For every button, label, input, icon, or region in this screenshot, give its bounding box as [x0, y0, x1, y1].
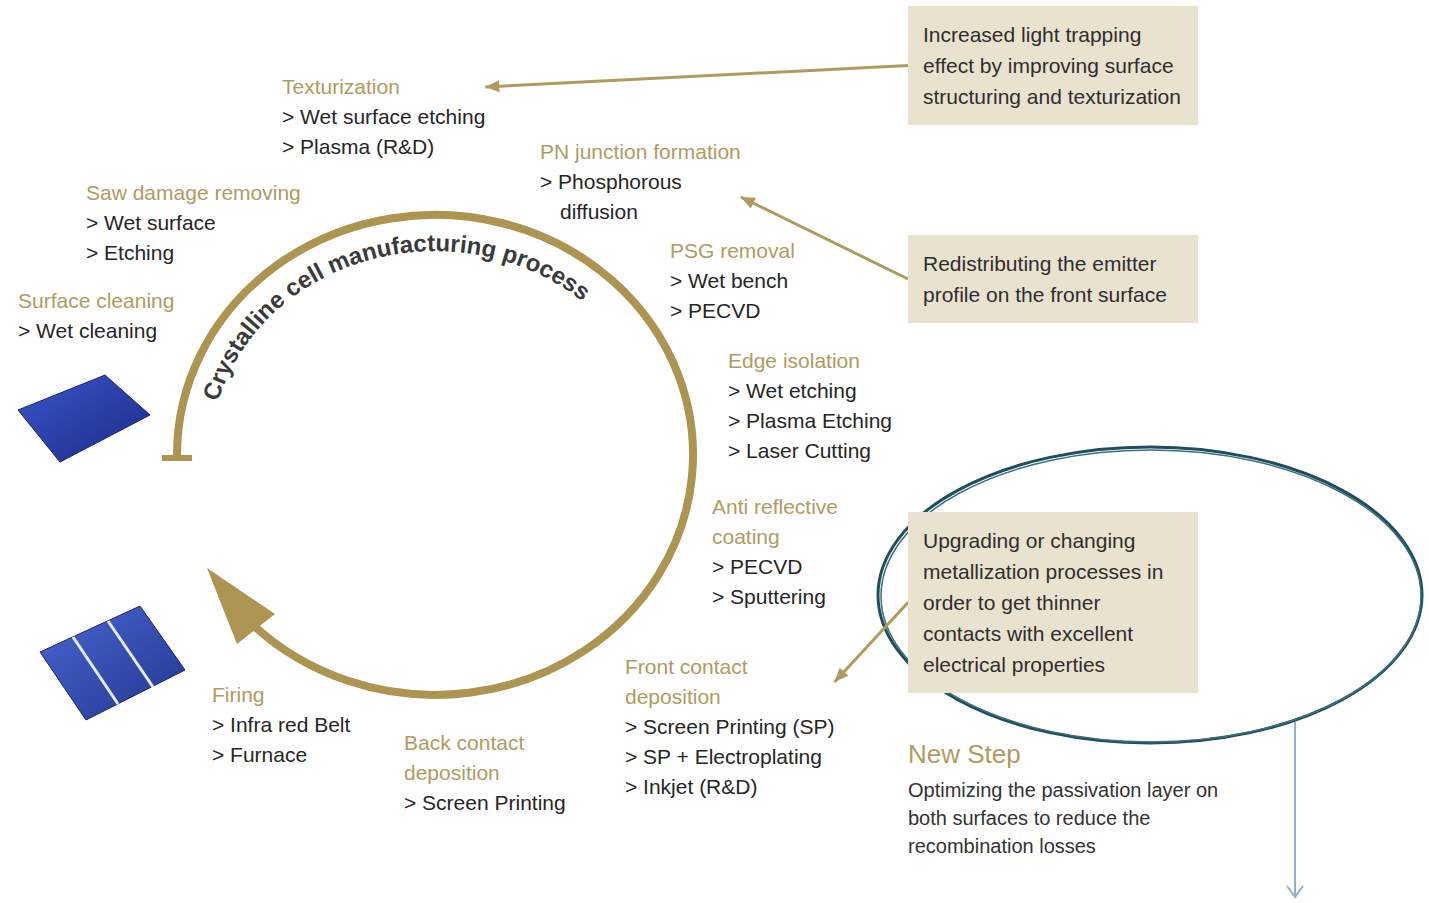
- cycle-title: Crystalline cell manufacturing process: [197, 229, 596, 404]
- process-step: Saw damage removing> Wet surface> Etchin…: [86, 178, 301, 268]
- busbar: [108, 621, 153, 687]
- step-method: > Wet surface etching: [282, 102, 485, 132]
- process-cycle-arc: [177, 215, 693, 695]
- step-title: Saw damage removing: [86, 178, 301, 208]
- step-method: > Infra red Belt: [212, 710, 350, 740]
- note-text: Redistributing the emitter profile on th…: [923, 248, 1183, 310]
- note-box: Increased light trapping effect by impro…: [908, 6, 1198, 125]
- process-step: Surface cleaning> Wet cleaning: [18, 286, 174, 346]
- step-method: > Plasma (R&D): [282, 132, 485, 162]
- step-method: > PECVD: [670, 296, 795, 326]
- callout-line: [835, 603, 908, 683]
- arrowhead: [835, 668, 849, 682]
- note-box: Upgrading or changing metallization proc…: [908, 512, 1198, 693]
- step-method: > Plasma Etching: [728, 406, 892, 436]
- cell-icon: [40, 606, 185, 720]
- down-arrow-line: [1294, 722, 1296, 896]
- step-method: > Wet etching: [728, 376, 892, 406]
- process-step: Edge isolation> Wet etching> Plasma Etch…: [728, 346, 892, 466]
- new-step-heading: New Step: [908, 738, 1021, 770]
- step-method: > Wet bench: [670, 266, 795, 296]
- callout-arrow: [835, 603, 908, 683]
- step-method: > Laser Cutting: [728, 436, 892, 466]
- arrowhead: [741, 197, 756, 209]
- step-title: Front contact deposition: [625, 652, 795, 712]
- callout-line: [485, 66, 908, 88]
- step-title: PSG removal: [670, 236, 795, 266]
- wafer-icon: [18, 375, 150, 462]
- busbar: [73, 637, 118, 704]
- callout-arrow: [741, 197, 908, 279]
- new-step-note: Optimizing the passivation layer on both…: [908, 776, 1228, 860]
- process-step: Back contact deposition> Screen Printing: [404, 728, 574, 818]
- process-step: Firing> Infra red Belt> Furnace: [212, 680, 350, 770]
- process-step: Front contact deposition> Screen Printin…: [625, 652, 835, 802]
- step-title: PN junction formation: [540, 137, 741, 167]
- step-title: Back contact deposition: [404, 728, 574, 788]
- step-method: > Phosphorous diffusion: [540, 167, 738, 227]
- step-method: > Sputtering: [712, 582, 882, 612]
- note-text: Increased light trapping effect by impro…: [923, 19, 1183, 112]
- note-box: Redistributing the emitter profile on th…: [908, 235, 1198, 323]
- callout-line: [741, 197, 908, 279]
- cycle-arrowhead: [207, 568, 275, 644]
- highlight-ellipse: [878, 447, 1422, 743]
- arrowhead: [485, 80, 499, 92]
- process-step: PN junction formation> Phosphorous diffu…: [540, 137, 741, 227]
- step-method: > Screen Printing (SP): [625, 712, 835, 742]
- note-text: Upgrading or changing metallization proc…: [923, 525, 1183, 680]
- down-arrow-head: [1287, 886, 1303, 897]
- cycle-title-text: Crystalline cell manufacturing process: [197, 229, 596, 404]
- step-title: Firing: [212, 680, 350, 710]
- step-method: > PECVD: [712, 552, 882, 582]
- step-method: > Etching: [86, 238, 301, 268]
- step-title: Surface cleaning: [18, 286, 174, 316]
- process-step: Texturization> Wet surface etching> Plas…: [282, 72, 485, 162]
- process-step: Anti reflective coating> PECVD> Sputteri…: [712, 492, 882, 612]
- callout-arrow: [485, 66, 908, 93]
- step-method: > SP + Electroplating: [625, 742, 835, 772]
- step-method: > Inkjet (R&D): [625, 772, 835, 802]
- step-method: > Furnace: [212, 740, 350, 770]
- step-method: > Wet surface: [86, 208, 301, 238]
- step-method: > Wet cleaning: [18, 316, 174, 346]
- step-method: > Screen Printing: [404, 788, 574, 818]
- highlight-ellipse-inner: [881, 450, 1421, 742]
- process-step: PSG removal> Wet bench> PECVD: [670, 236, 795, 326]
- step-title: Edge isolation: [728, 346, 892, 376]
- cycle-start-tick: [162, 455, 192, 461]
- step-title: Texturization: [282, 72, 485, 102]
- step-title: Anti reflective coating: [712, 492, 882, 552]
